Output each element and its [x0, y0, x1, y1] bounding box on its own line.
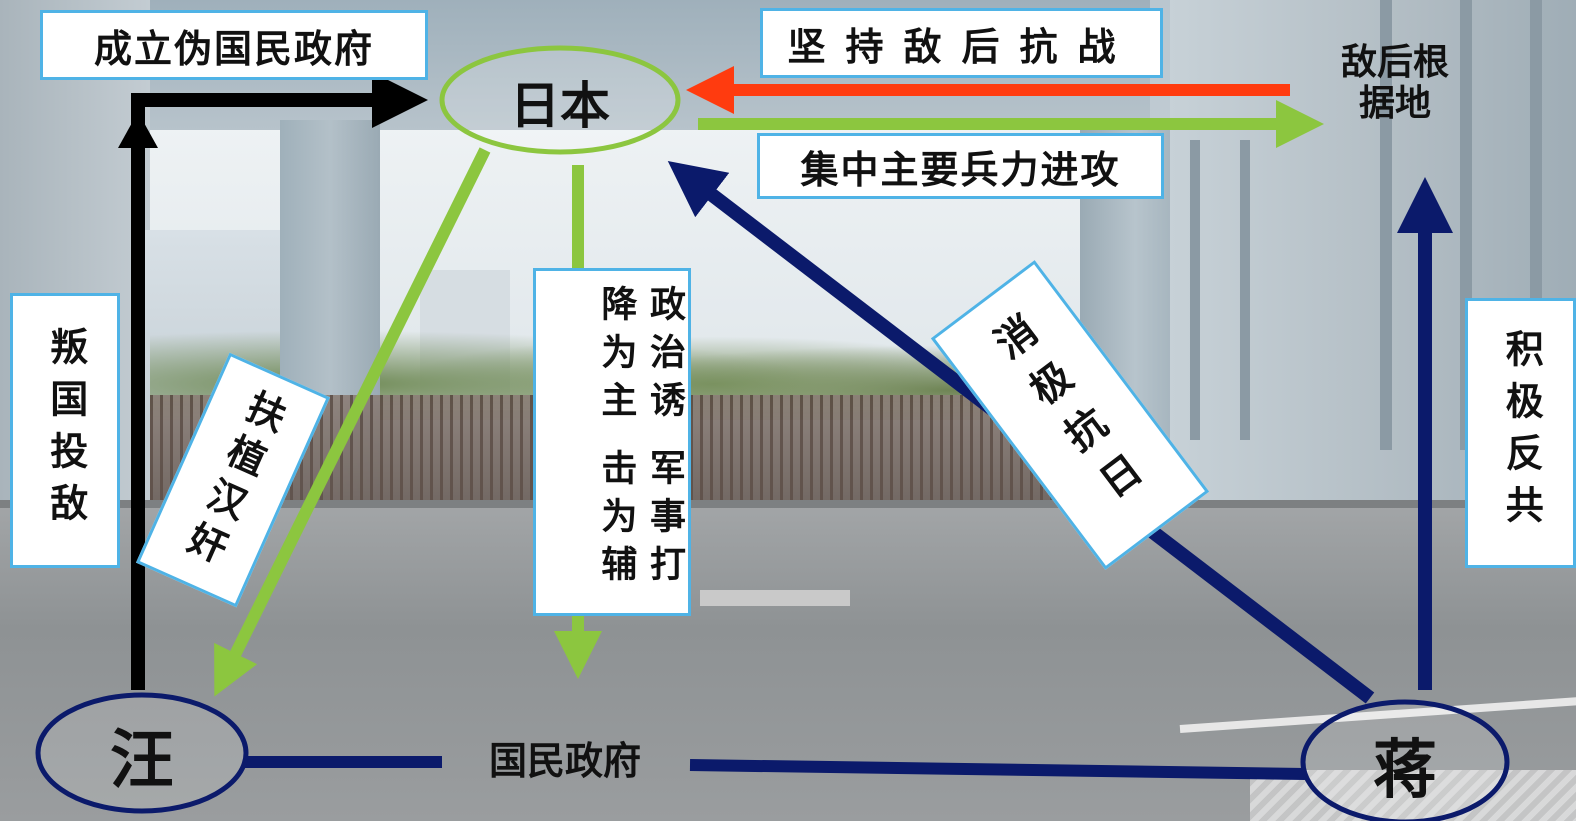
label-betray: 叛国投敌 — [10, 293, 120, 568]
label-political: 政治诱降为主 — [595, 285, 685, 429]
node-wang-outline — [35, 692, 249, 814]
label-main-force: 集中主要兵力进攻 — [757, 133, 1164, 199]
label-political-military: 军事打击为辅 政治诱降为主 — [533, 268, 691, 616]
arrow-wang-up-head — [118, 112, 158, 148]
node-jiang-outline — [1300, 699, 1510, 821]
label-puppet-gov: 成立伪国民政府 — [40, 10, 428, 80]
label-national-gov: 国民政府 — [488, 739, 641, 783]
background-curb — [0, 500, 1576, 508]
node-japan: 日本 — [510, 76, 610, 135]
node-jiang: 蒋 — [1373, 733, 1437, 808]
label-anti-communist: 积极反共 — [1465, 298, 1576, 568]
arrow-japan-to-wang-green — [214, 147, 491, 697]
arrow-wang-to-japan-black — [131, 72, 428, 690]
label-military: 军事打击为辅 — [595, 449, 685, 593]
label-persist: 坚持敌后抗战 — [760, 8, 1163, 78]
node-base: 敌后根据地 — [1340, 42, 1449, 125]
background-road-marking — [700, 590, 850, 606]
node-wang: 汪 — [110, 723, 174, 798]
node-japan-outline — [439, 45, 681, 155]
connector-wang-national-gov-right — [689, 759, 1306, 780]
